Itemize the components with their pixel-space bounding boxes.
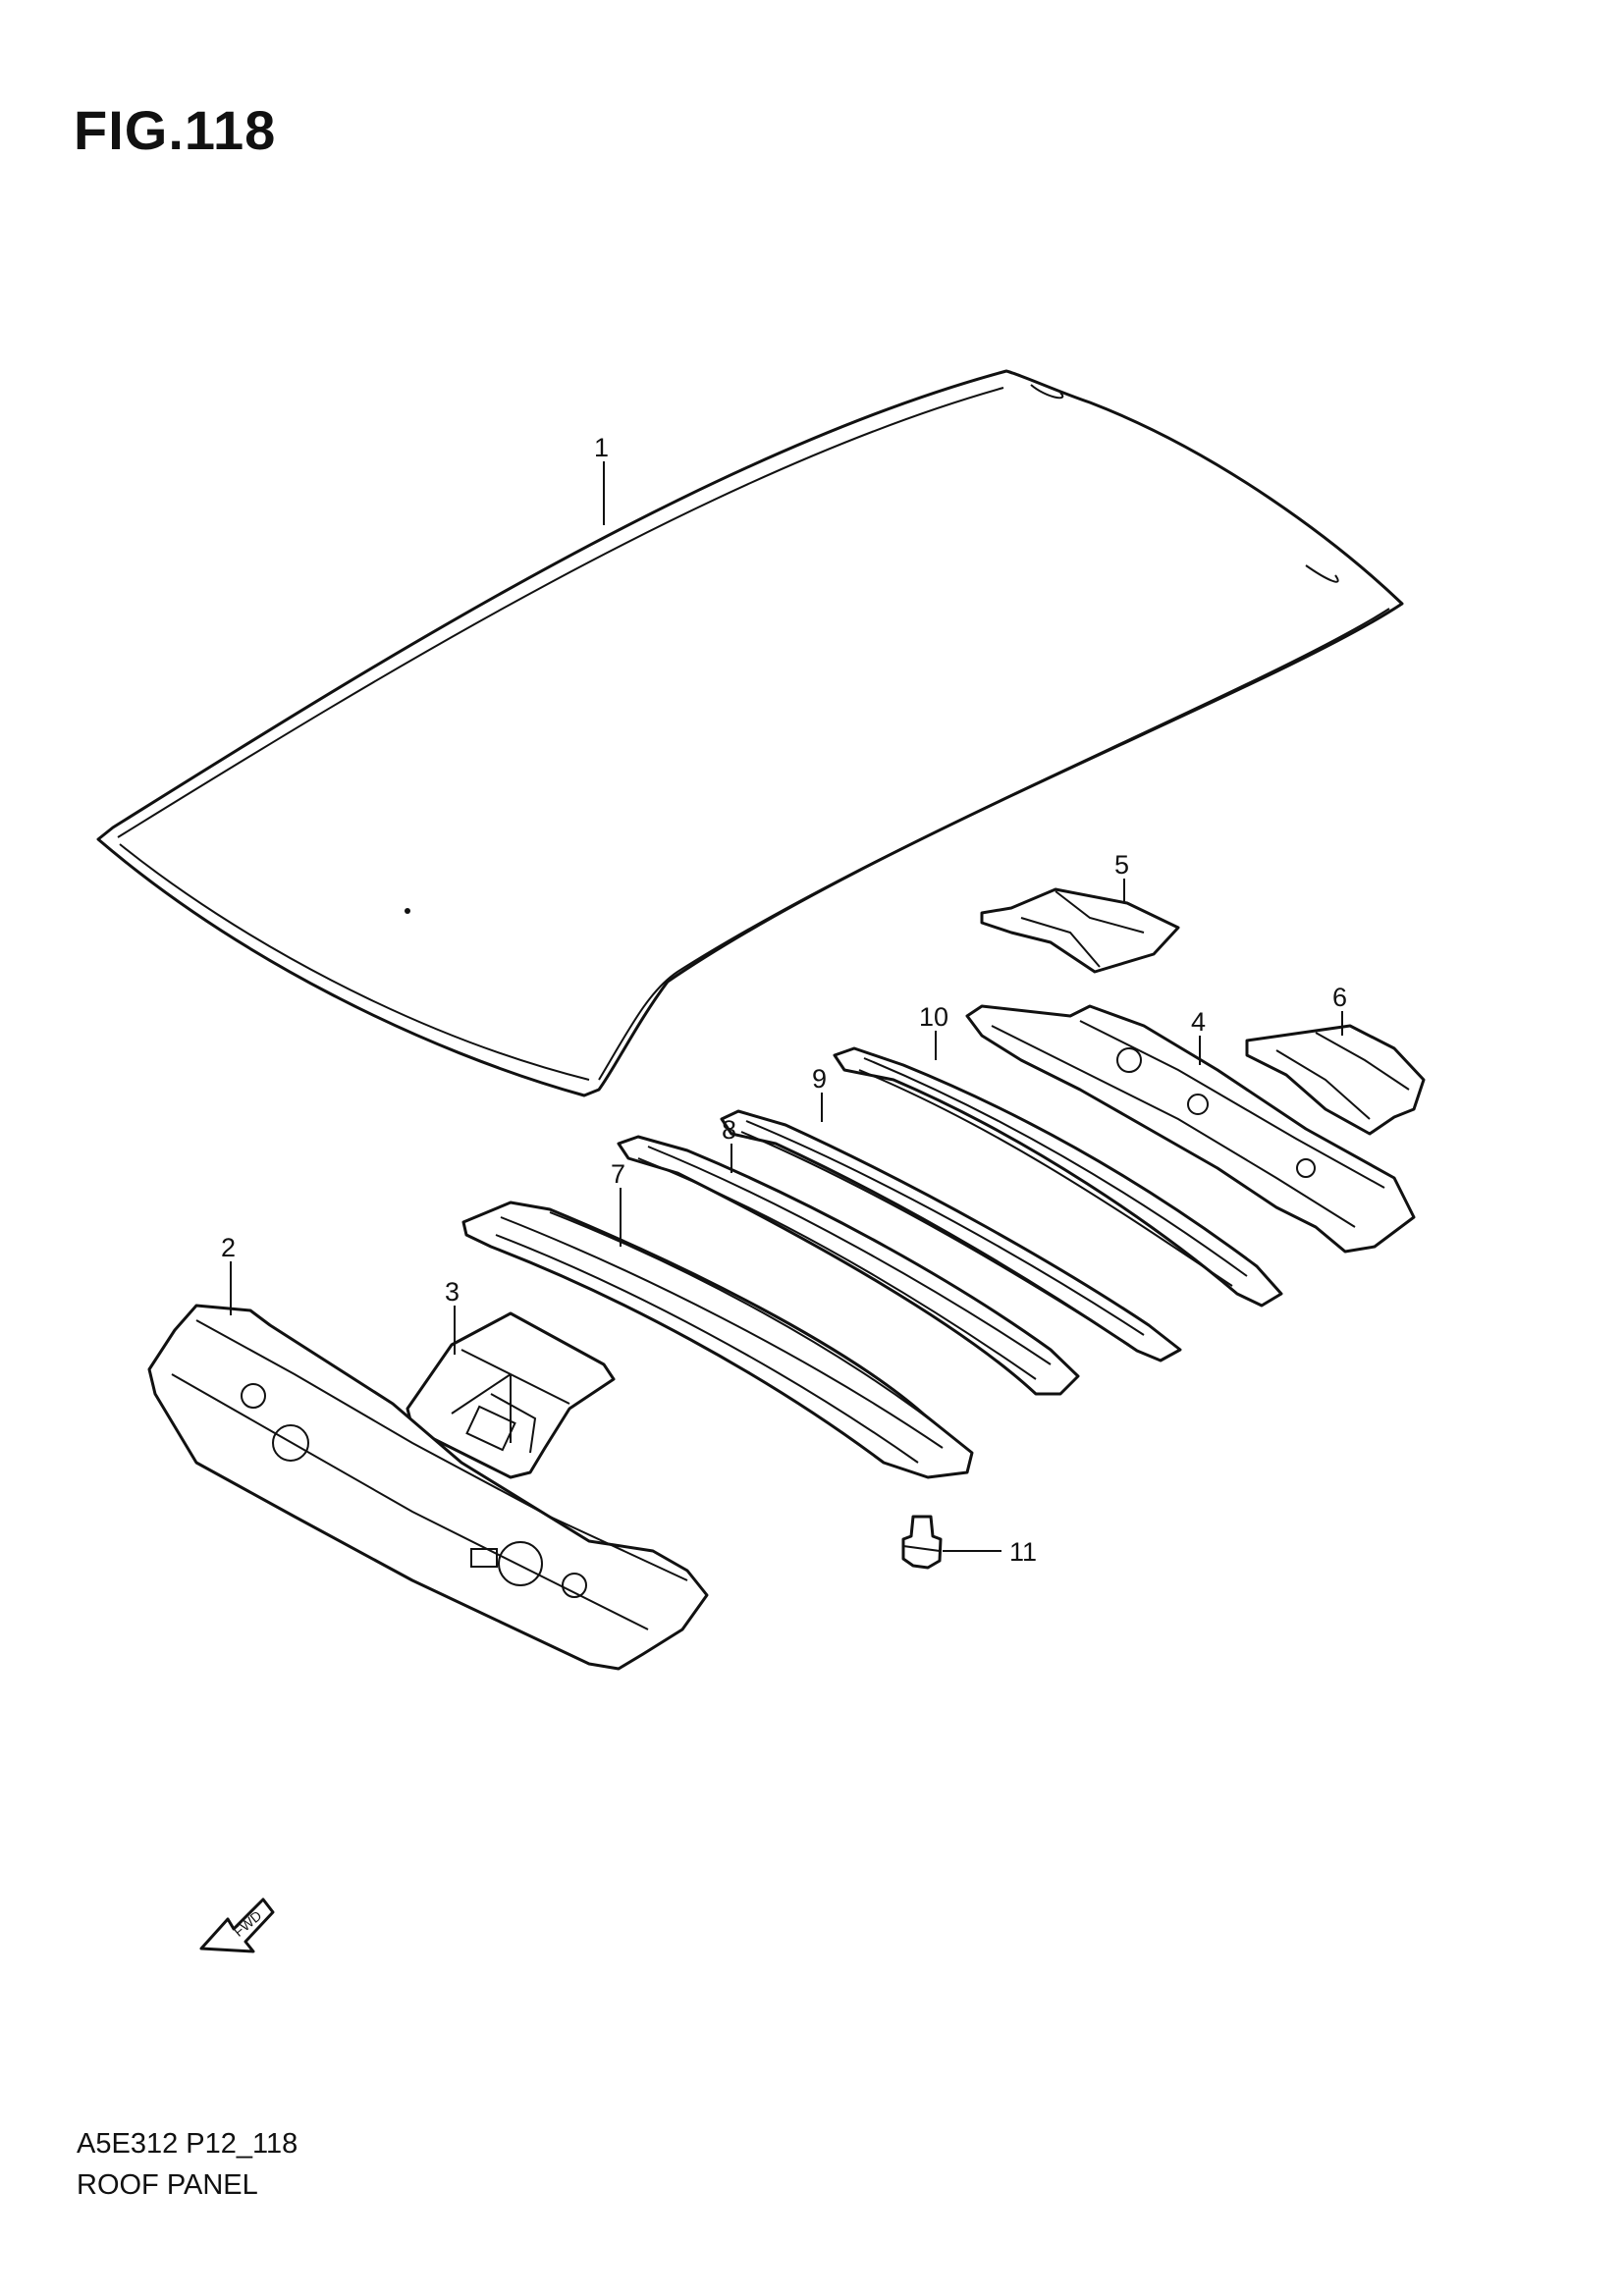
part-front-roof-rail-7[interactable]: [461, 1201, 974, 1479]
callout-1: 1: [594, 433, 609, 462]
callout-11: 11: [1009, 1537, 1037, 1567]
callout-7: 7: [611, 1159, 625, 1189]
callout-9: 9: [812, 1064, 827, 1094]
drawing-name: ROOF PANEL: [77, 2169, 258, 2201]
part-bracket-6[interactable]: [1245, 1024, 1426, 1136]
drawing-code: A5E312 P12_118: [77, 2128, 298, 2160]
part-roof-bow-9[interactable]: [720, 1109, 1182, 1362]
callout-4: 4: [1191, 1007, 1206, 1037]
part-bracket-3[interactable]: [406, 1311, 616, 1479]
figure-title: FIG.118: [74, 99, 277, 161]
forward-arrow-icon: FWD: [199, 1897, 275, 1953]
part-roof-bow-8[interactable]: [617, 1135, 1080, 1396]
part-rear-header-4[interactable]: [965, 1004, 1416, 1254]
callout-10: 10: [919, 1002, 948, 1032]
leader-lines: [230, 461, 1343, 1552]
callout-8: 8: [722, 1115, 736, 1145]
callout-3: 3: [445, 1277, 460, 1307]
callout-2: 2: [221, 1233, 236, 1262]
callout-labels: 1 2 3 4 5 6 7 8 9 10 11: [221, 433, 1347, 1567]
part-roof-panel[interactable]: [96, 369, 1404, 1097]
part-front-header-2[interactable]: [147, 1304, 709, 1671]
callout-6: 6: [1332, 983, 1347, 1012]
part-bolt-11[interactable]: [901, 1515, 943, 1570]
part-bracket-5[interactable]: [980, 887, 1180, 974]
callout-5: 5: [1114, 850, 1129, 880]
part-roof-bow-10[interactable]: [833, 1046, 1283, 1308]
